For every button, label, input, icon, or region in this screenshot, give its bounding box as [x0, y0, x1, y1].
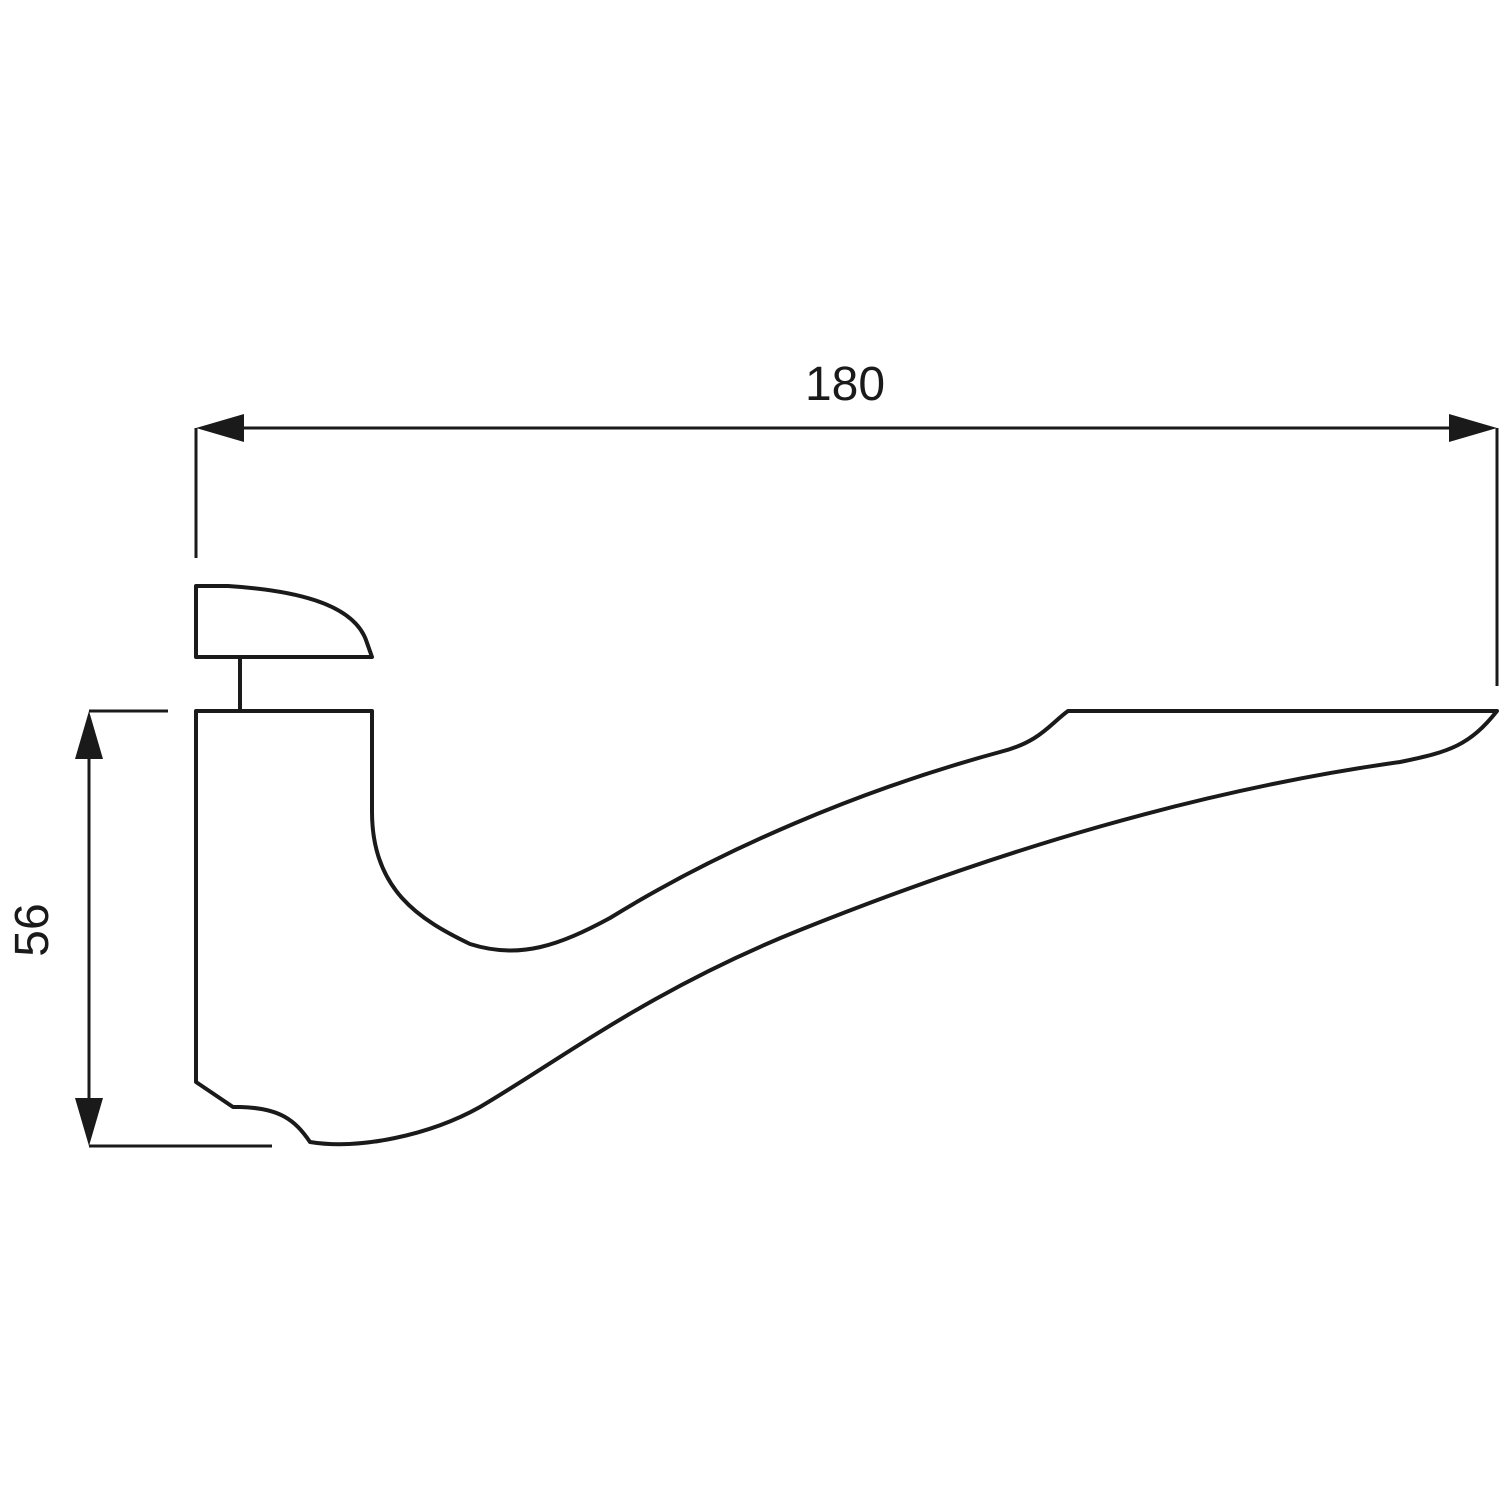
height-dimension-label: 56: [6, 903, 59, 956]
bracket-clamp-cap: [194, 584, 374, 659]
height-dimension: [87, 709, 272, 1148]
width-dimension: [194, 426, 1499, 686]
width-dimension-label: 180: [805, 358, 885, 411]
width-arrow-right: [1449, 414, 1497, 442]
height-arrow-bottom: [75, 1098, 103, 1146]
bracket-body: [194, 709, 1499, 1147]
bracket-outline: [194, 584, 1499, 1147]
height-arrow-top: [75, 711, 103, 759]
width-arrow-left: [196, 414, 244, 442]
